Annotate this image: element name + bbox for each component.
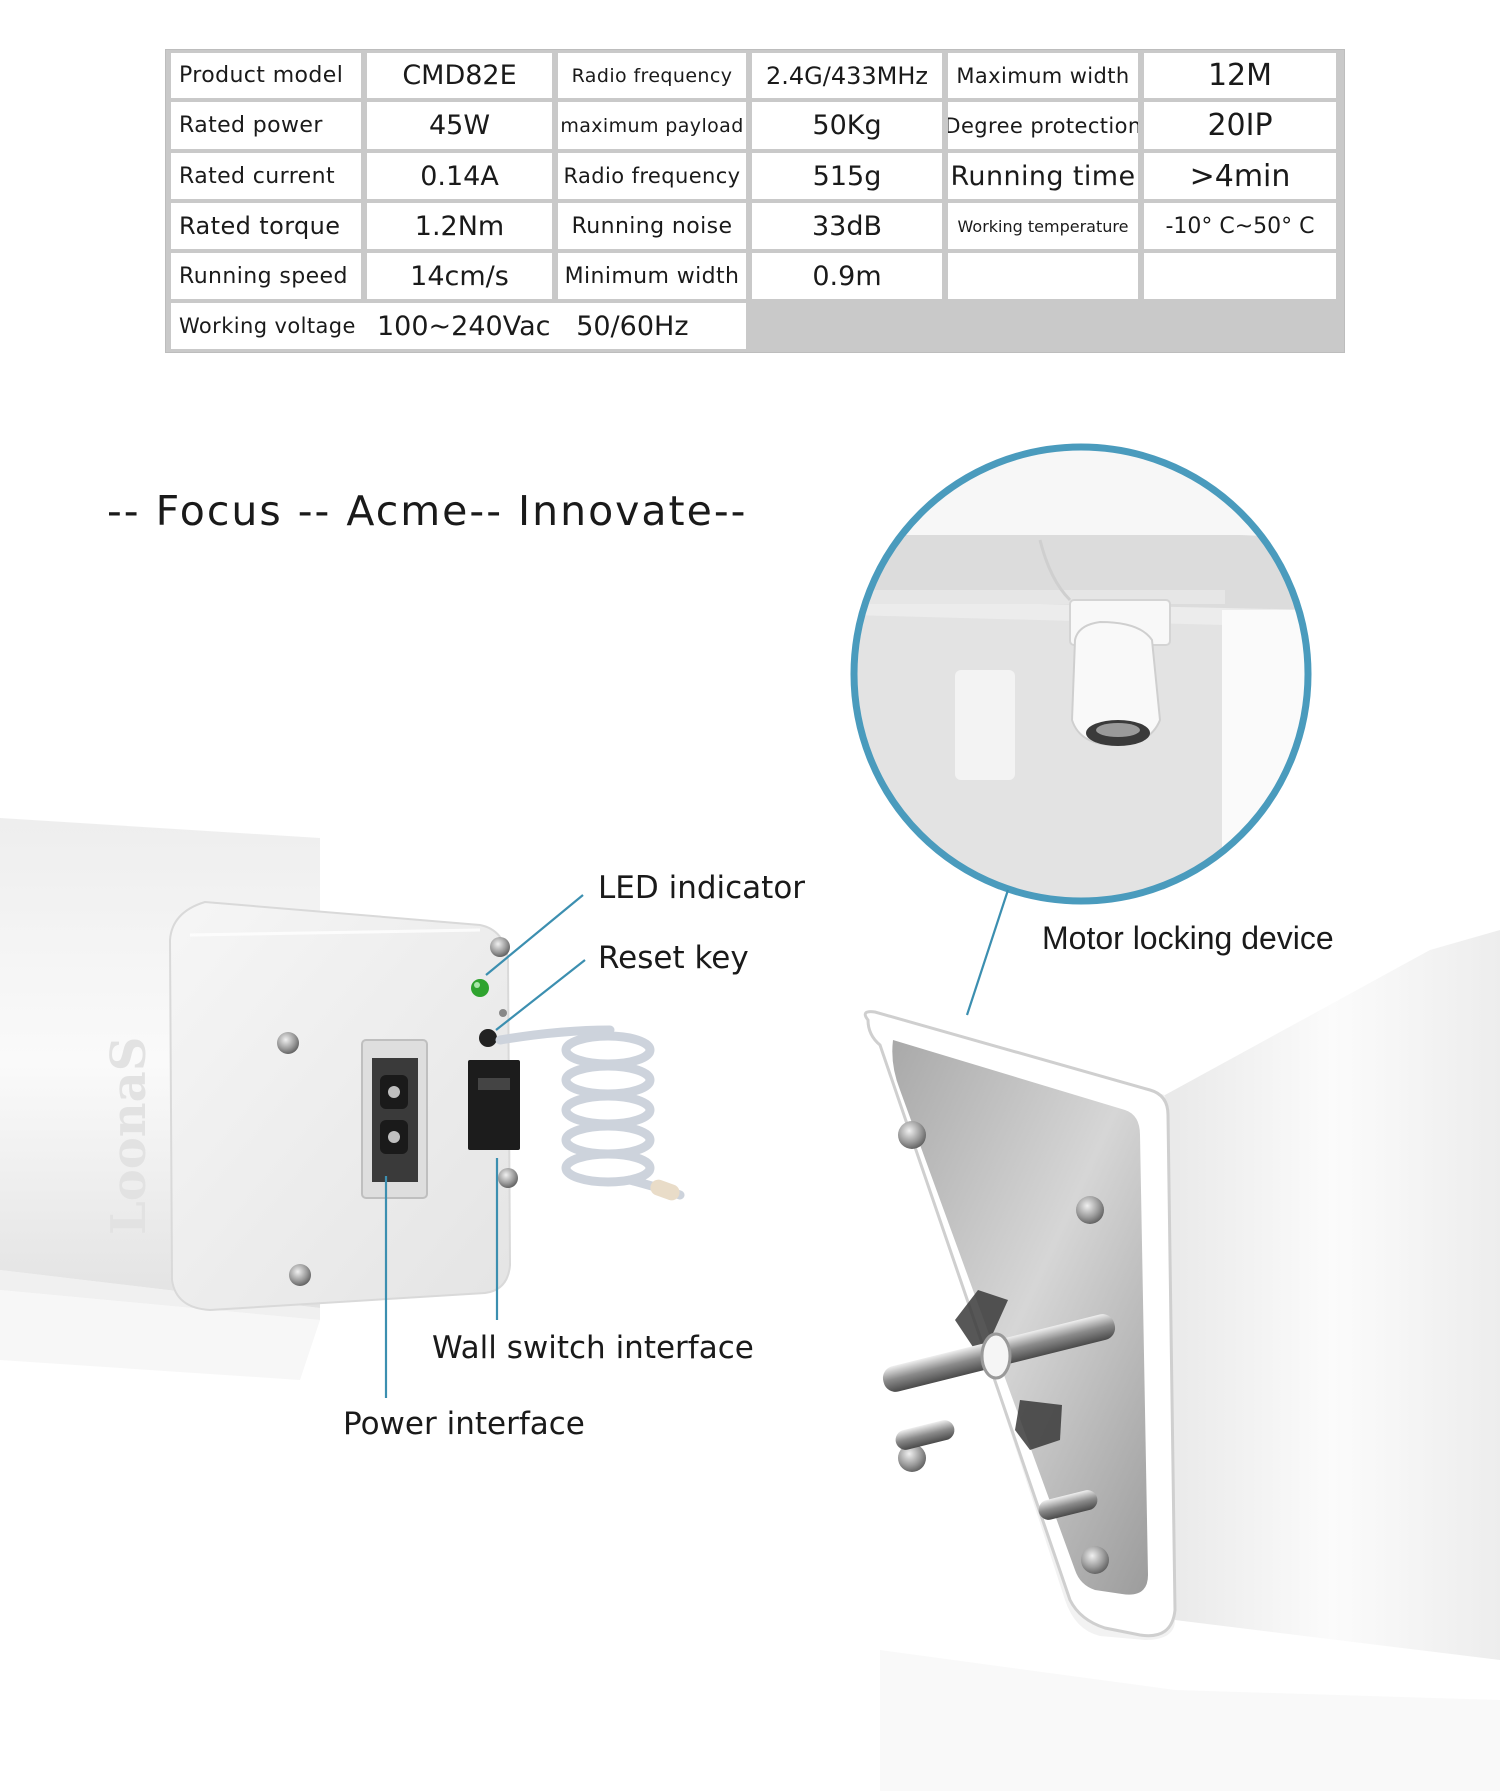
screw-icon [277,1032,299,1054]
callout-led-indicator: LED indicator [598,870,806,906]
spec-value: >4min [1144,153,1336,199]
spec-table: Product model CMD82E Radio frequency 2.4… [165,49,1345,353]
spec-value: 0.14A [367,153,552,199]
spec-value: CMD82E [367,53,552,98]
screw-icon [898,1444,926,1472]
spec-value: 20IP [1144,102,1336,149]
spec-value: 50Kg [752,102,942,149]
brand-logo: LoonaS [101,1037,157,1235]
spec-label: Running noise [558,203,746,249]
spec-value: 12M [1144,53,1336,98]
rj-port-icon [468,1060,520,1150]
screw-icon [490,937,510,957]
spec-value: -10° C~50° C [1144,203,1336,249]
screw-icon [898,1121,926,1149]
callout-motor-locking-device: Motor locking device [1042,920,1334,956]
callout-lines [384,889,1010,1398]
spec-value: 515g [752,153,942,199]
spec-label: maximum payload [558,102,746,149]
spec-label: Rated power [171,102,361,149]
spec-value: 45W [367,102,552,149]
spec-value: 14cm/s [367,253,552,299]
spec-label: Rated current [171,153,361,199]
spec-label: Working voltage [171,303,361,349]
led-indicator-icon [471,979,489,997]
spec-label: Minimum width [558,253,746,299]
screw-icon [498,1168,518,1188]
screw-icon [1081,1546,1109,1574]
right-motor-unit [863,930,1500,1791]
spec-label [948,253,1138,299]
spec-label: Degree protection [948,102,1138,149]
spec-value: 100~240Vac 50/60Hz [361,303,746,349]
spec-value: 2.4G/433MHz [752,53,942,98]
spec-value [1144,253,1336,299]
spec-label: Radio frequency [558,53,746,98]
spec-label: Running speed [171,253,361,299]
antenna-coil-icon [495,1025,685,1200]
screw-icon [289,1264,311,1286]
screw-icon [1076,1196,1104,1224]
callout-power-interface: Power interface [343,1406,585,1442]
locking-plate [892,1040,1148,1595]
reset-key-icon [479,1029,497,1047]
spec-value: 1.2Nm [367,203,552,249]
spec-value: 33dB [752,203,942,249]
spec-label: Maximum width [948,53,1138,98]
spec-label: Rated torque [171,203,361,249]
spec-label: Product model [171,53,361,98]
callout-reset-key: Reset key [598,940,749,976]
spec-label: Radio frequency [558,153,746,199]
spec-value: 0.9m [752,253,942,299]
spec-label: Running time [948,153,1138,199]
callout-wall-switch-interface: Wall switch interface [432,1330,754,1366]
spec-label: Working temperature [948,203,1138,249]
zoom-detail [850,443,1312,905]
zoom-circle-ring [850,443,1312,905]
slogan-heading: -- Focus -- Acme-- Innovate-- [107,487,748,535]
left-motor-unit: LoonaS [0,818,685,1380]
